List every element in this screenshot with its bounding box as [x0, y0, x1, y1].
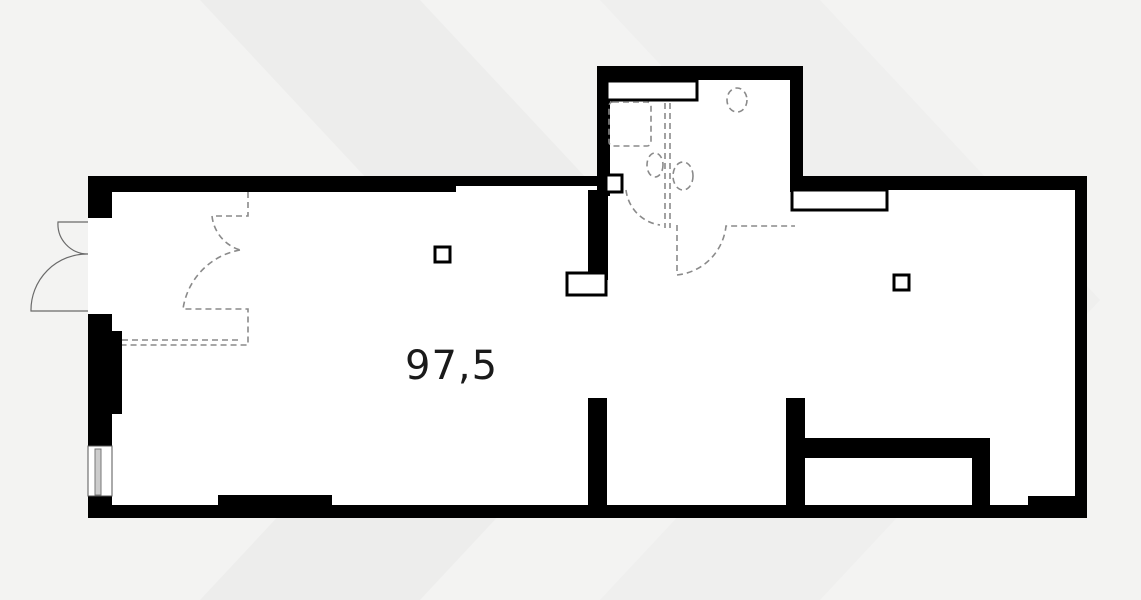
- wall-left-thick: [100, 331, 122, 414]
- wall-bump-left-lower: [588, 190, 608, 280]
- wall-top-left: [88, 176, 456, 192]
- wall-closet-right: [972, 438, 990, 508]
- wall-top-mid: [456, 176, 606, 186]
- wall-partition-1: [588, 398, 607, 508]
- window-icon: [87, 445, 113, 497]
- wall-inserts: [565, 79, 889, 297]
- wall-closet-top: [805, 438, 990, 458]
- entrance-door-icon: [30, 218, 100, 314]
- area-label: 97,5: [405, 343, 499, 389]
- wall-partition-2: [786, 398, 805, 508]
- dashed-fixtures: [122, 87, 795, 346]
- wall-right: [1075, 176, 1087, 518]
- wall-bump-right: [790, 66, 803, 192]
- wall-left-bottom: [88, 496, 112, 508]
- column: [433, 245, 452, 264]
- wall-bump-top: [597, 66, 803, 80]
- wall-bottom-thick-left: [218, 495, 332, 507]
- wall-bottom-thick-right: [1028, 496, 1078, 508]
- wall-top-right: [790, 176, 1087, 190]
- wall-left-top: [88, 176, 112, 218]
- column: [892, 273, 911, 292]
- wall-bottom: [88, 505, 1087, 518]
